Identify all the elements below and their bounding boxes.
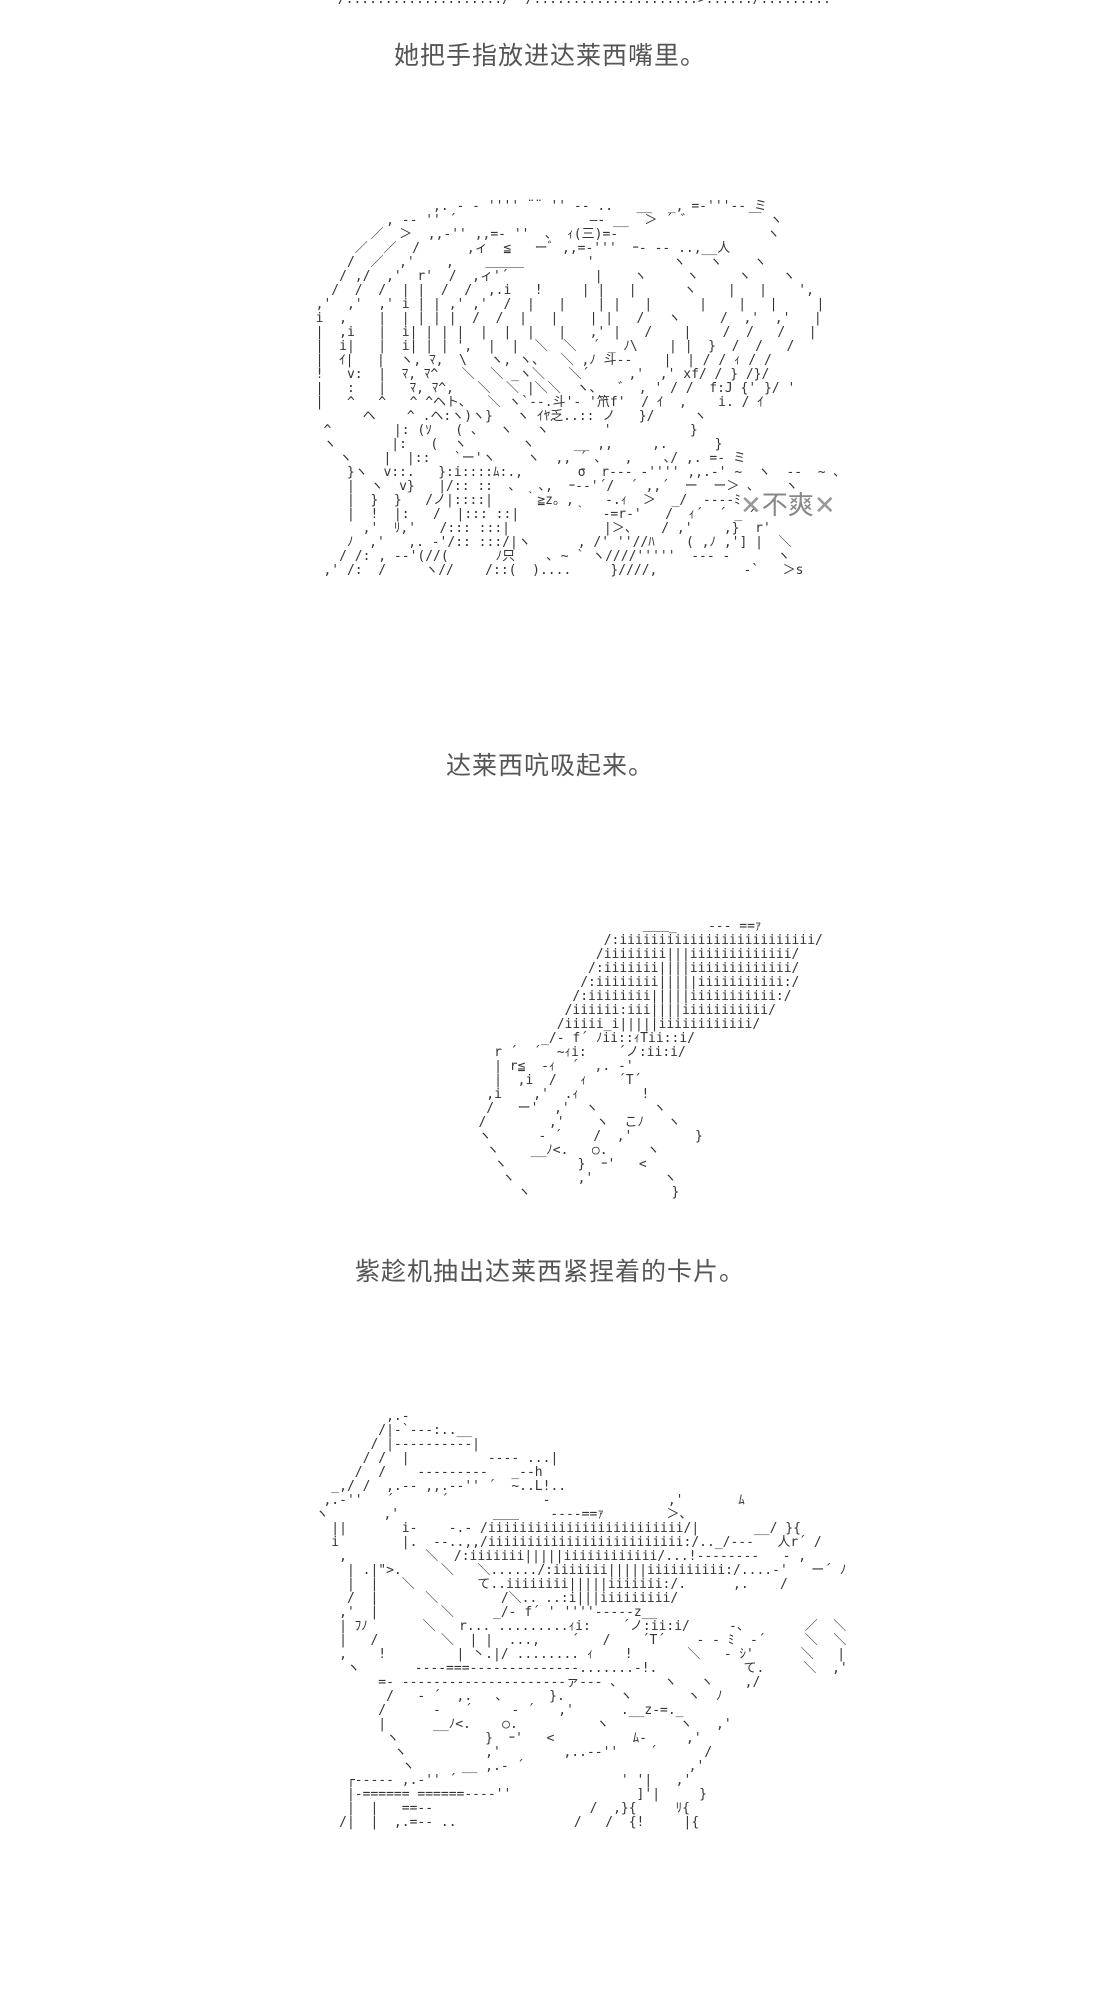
ascii-art-face: ,. - ‐ '''' ¨¨ '' ‐- .. __ _, =‐'''‐- ミ … (315, 199, 840, 578)
caption-2: 达莱西吭吸起来。 (445, 751, 654, 780)
ascii-art-card-taken: ,.‐ /|‐`‐‐‐:..__ / |‐‐‐‐‐‐‐‐‐‐| / / | ‐‐… (315, 1409, 848, 1830)
cross-mark-right-icon: ✕ (813, 491, 836, 521)
caption-1: 她把手指放进达莱西嘴里。 (393, 41, 706, 70)
cross-mark-left-icon: ✕ (740, 491, 762, 521)
caption-3: 紫趁机抽出达莱西紧捏着的卡片。 (354, 1257, 745, 1286)
ascii-art-top-fragment: /..................../ /................… (330, 0, 850, 12)
ascii-art-hand-card: ＿＿_ ‐‐‐ ==ｧ /:iiiiiiiiiiiiiiiiiiiiiiiii/… (478, 919, 823, 1200)
sfx-text: 不爽 (761, 491, 814, 521)
sfx-annoyed: ✕不爽✕ (740, 485, 836, 522)
ascii-art-fragment-lines: /..................../ /................… (330, 0, 850, 7)
